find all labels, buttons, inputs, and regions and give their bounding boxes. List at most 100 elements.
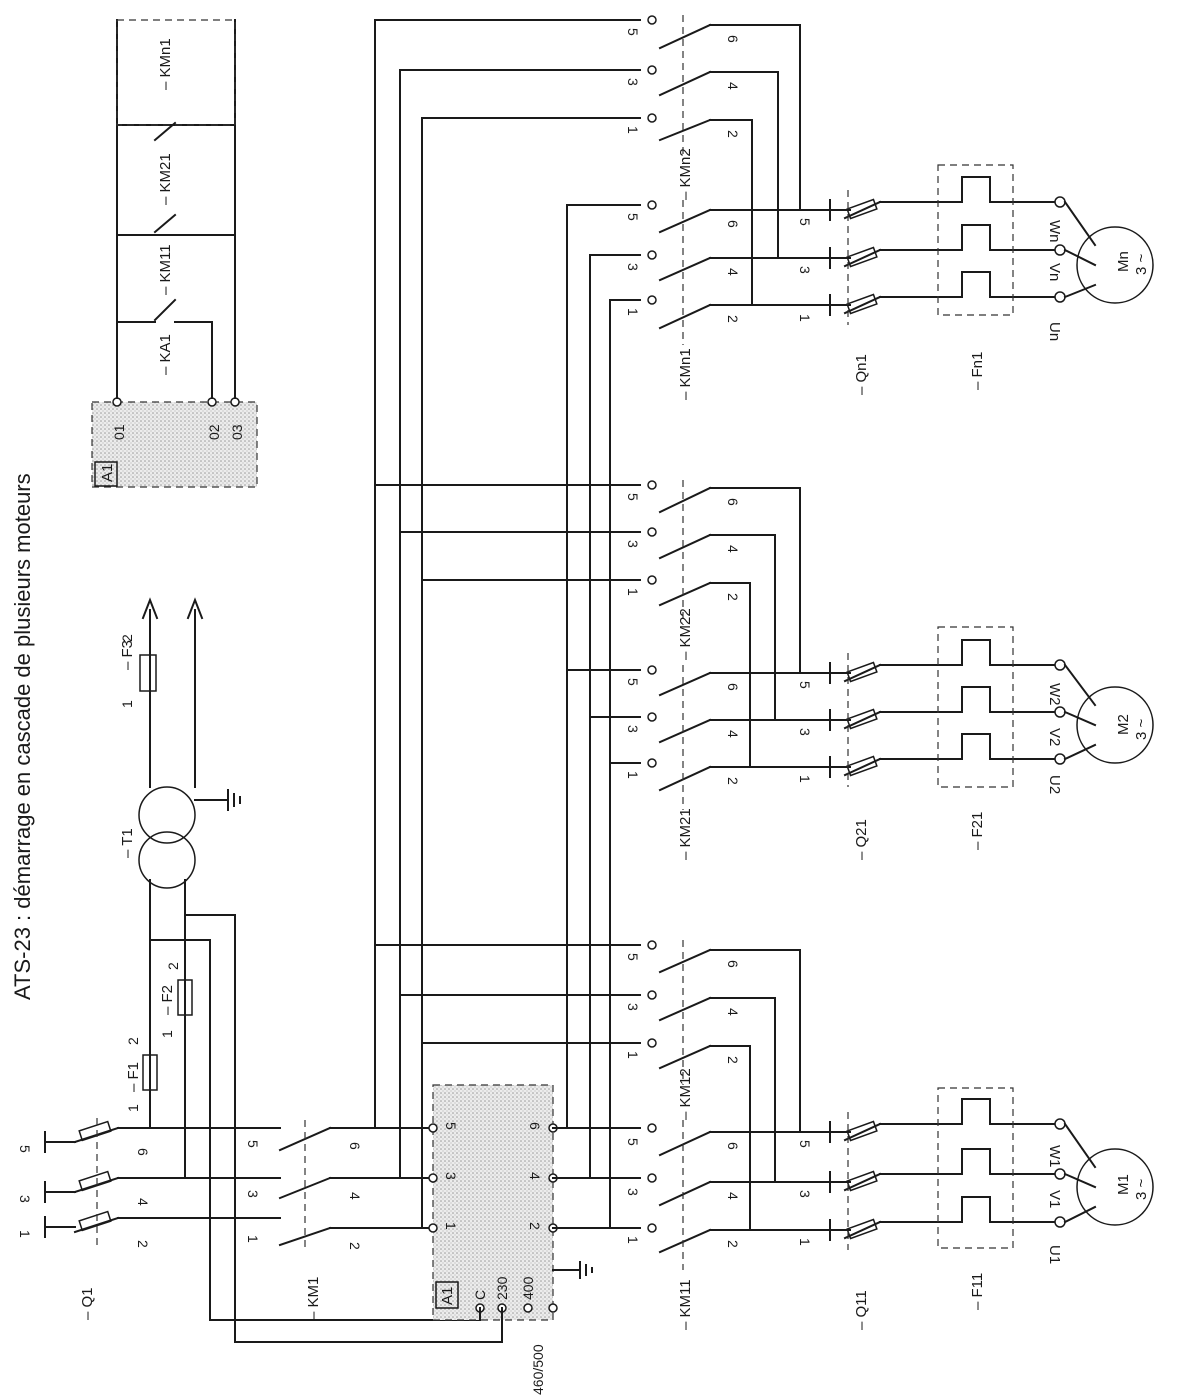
m1-fuse-blade — [843, 1172, 882, 1192]
mn-bar-1: 1 — [797, 314, 813, 322]
contactor-switches — [647, 15, 712, 1270]
m2-bar-5: 5 — [797, 681, 813, 689]
motor-mn-u: Un — [1046, 322, 1063, 341]
t1-label: – T1 — [119, 828, 136, 858]
a1-term-460: 460/500 — [530, 1344, 546, 1395]
km12-t1: 1 — [625, 1051, 641, 1059]
km21-t1: 1 — [625, 771, 641, 779]
q1-term-1: 1 — [17, 1230, 33, 1238]
q1-term-4: 4 — [135, 1198, 151, 1206]
km21-t6: 6 — [725, 683, 741, 691]
m1-motor — [1076, 1148, 1154, 1226]
km21-t5: 5 — [625, 678, 641, 686]
motor-m1-name: M1 — [1115, 1174, 1132, 1195]
kmn1-t5: 5 — [625, 213, 641, 221]
a1-term-400: 400 — [520, 1276, 536, 1300]
f2-label: – F2 — [159, 985, 176, 1015]
motor-m1-w: W1 — [1046, 1145, 1063, 1168]
kmn2-t3: 3 — [625, 78, 641, 86]
mn-thermal-element — [944, 271, 1061, 298]
km11-t2: 2 — [725, 1240, 741, 1248]
q1-term-2: 2 — [135, 1240, 151, 1248]
m2-thermal-element — [944, 639, 1061, 666]
km22-t6: 6 — [725, 498, 741, 506]
m1-fuse — [846, 1120, 878, 1142]
km22-t2: 2 — [725, 593, 741, 601]
mn-motor-lead — [1063, 283, 1097, 299]
kmn2-label: – KMn2 — [677, 148, 694, 200]
km12-t3: 3 — [625, 1003, 641, 1011]
m1-bar-1: 1 — [797, 1238, 813, 1246]
a1-term-4: 4 — [527, 1172, 543, 1180]
m1-motor-lead — [1063, 1122, 1097, 1169]
f1-term-2: 2 — [125, 1037, 141, 1045]
m1-bar-5: 5 — [797, 1140, 813, 1148]
km1-label: – KM1 — [305, 1277, 322, 1320]
a1-term-2: 2 — [527, 1222, 543, 1230]
m2-motor-lead — [1063, 663, 1097, 707]
contactor-terminal-numbers: 5 3 1 6 4 2 5 3 1 6 4 2 5 3 1 6 4 2 5 3 … — [625, 28, 813, 1248]
m1-thermal-element — [944, 1196, 1061, 1223]
q21-label: – Q21 — [853, 819, 870, 860]
km22-t1: 1 — [625, 588, 641, 596]
m1-fuse — [846, 1170, 878, 1192]
m1-fuse-blade — [843, 1220, 882, 1240]
q1-term-6: 6 — [135, 1148, 151, 1156]
mn-fuse — [846, 198, 878, 220]
m1-motor-terminal — [1054, 1118, 1066, 1130]
f11-label: – F11 — [969, 1273, 986, 1310]
km21-t2: 2 — [725, 777, 741, 785]
mn-fuse-blade — [843, 248, 882, 268]
m2-fuse — [846, 708, 878, 730]
kmn1-label: – KMn1 — [677, 348, 694, 400]
motor-m2-v: V2 — [1046, 728, 1063, 746]
km1-term-1: 1 — [245, 1235, 261, 1243]
m2-bar-1: 1 — [797, 775, 813, 783]
kmn2-t1: 1 — [625, 126, 641, 134]
m2-motor-lead — [1063, 710, 1097, 727]
f1-label: – F1 — [125, 1062, 142, 1092]
km1-term-3: 3 — [245, 1190, 261, 1198]
ctrl-a1-label: A1 — [99, 464, 116, 482]
motor-feeders — [829, 164, 1154, 1250]
m2-fuse-blade — [843, 757, 882, 777]
mn-motor-lead — [1063, 200, 1097, 247]
ctrl-km11-label: – KM11 — [157, 244, 174, 295]
mn-fuse — [846, 293, 878, 315]
km22-t5: 5 — [625, 493, 641, 501]
a1-soft-starter — [428, 1084, 593, 1343]
mn-fuse-blade — [843, 200, 882, 220]
m1-thermal-element — [944, 1098, 1061, 1125]
kmn1-t4: 4 — [725, 268, 741, 276]
m2-bar-3: 3 — [797, 728, 813, 736]
fn1-label: – Fn1 — [969, 352, 986, 390]
q11-label: – Q11 — [853, 1290, 870, 1330]
a1-term-3: 3 — [443, 1172, 459, 1180]
f3-label: – F3 — [119, 640, 136, 670]
motor-m2-name: M2 — [1115, 714, 1132, 735]
motor-m1-v: V1 — [1046, 1190, 1063, 1208]
m2-thermal-element — [944, 686, 1061, 713]
ctrl-o1: 01 — [111, 424, 127, 440]
q1-label: – Q1 — [79, 1287, 96, 1320]
mn-thermal-element — [944, 176, 1061, 203]
f1-term-1: 1 — [125, 1104, 141, 1112]
km22-label: – KM22 — [677, 608, 694, 660]
a1-term-5: 5 — [443, 1122, 459, 1130]
a1-term-6: 6 — [527, 1122, 543, 1130]
line-bus — [374, 19, 641, 1229]
m1-fuse — [846, 1218, 878, 1240]
f2-term-2: 2 — [165, 962, 181, 970]
m2-fuse-blade — [843, 663, 882, 683]
km22-t3: 3 — [625, 540, 641, 548]
mn-motor-lead — [1063, 248, 1097, 267]
ctrl-km21-label: – KM21 — [157, 153, 174, 205]
motor-mn-phase: 3 ~ — [1133, 253, 1150, 275]
motor-mn-name: Mn — [1115, 251, 1132, 272]
a1-term-230: 230 — [494, 1276, 510, 1300]
a1-term-c: C — [472, 1290, 488, 1300]
km1-term-6: 6 — [347, 1142, 363, 1150]
km11-t3: 3 — [625, 1188, 641, 1196]
